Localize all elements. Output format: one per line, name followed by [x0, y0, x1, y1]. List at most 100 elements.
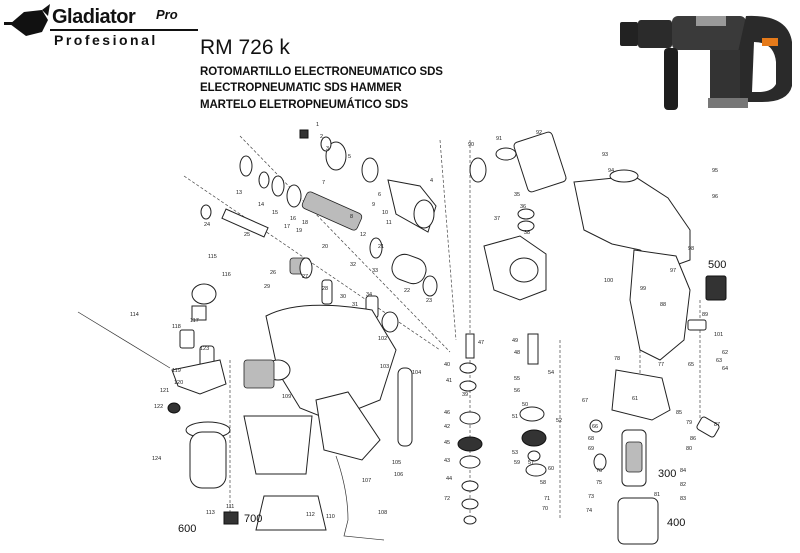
main-handle — [223, 304, 413, 541]
part-number-label: 6 — [378, 192, 381, 198]
part-number-label: 67 — [582, 398, 588, 404]
part-number-label: 102 — [378, 336, 387, 342]
part-number-label: 58 — [540, 480, 546, 486]
part-number-label: 40 — [444, 362, 450, 368]
part-number-label: 18 — [302, 220, 308, 226]
part-number-label: 57 — [528, 460, 534, 466]
part-number-label: 21 — [378, 244, 384, 250]
part-number-label: 5 — [348, 154, 351, 160]
part-number-label: 114 — [130, 312, 139, 318]
part-number-label: 101 — [714, 332, 723, 338]
part-number-label: 30 — [340, 294, 346, 300]
part-number-label: 42 — [444, 424, 450, 430]
part-number-label: 55 — [514, 376, 520, 382]
part-number-label: 76 — [596, 468, 602, 474]
assembly-label-400: 400 — [667, 517, 685, 529]
part-number-label: 46 — [444, 410, 450, 416]
description-en: ELECTROPNEUMATIC SDS HAMMER — [200, 82, 402, 94]
part-number-label: 39 — [462, 392, 468, 398]
part-number-label: 1 — [316, 122, 319, 128]
part-number-label: 85 — [676, 410, 682, 416]
part-number-label: 80 — [686, 446, 692, 452]
part-number-label: 31 — [352, 302, 358, 308]
part-number-label: 108 — [378, 510, 387, 516]
cylinder-group — [200, 129, 438, 333]
part-number-label: 96 — [712, 194, 718, 200]
part-number-label: 92 — [536, 130, 542, 136]
part-number-label: 15 — [272, 210, 278, 216]
part-number-label: 53 — [512, 450, 518, 456]
side-handle — [77, 283, 231, 489]
part-number-label: 74 — [586, 508, 592, 514]
part-number-label: 115 — [208, 254, 217, 260]
part-number-label: 105 — [392, 460, 401, 466]
part-number-label: 35 — [514, 192, 520, 198]
brand-pro: Pro — [156, 7, 178, 22]
part-number-label: 56 — [514, 388, 520, 394]
part-number-label: 10 — [382, 210, 388, 216]
part-number-label: 90 — [468, 142, 474, 148]
part-number-label: 106 — [394, 472, 403, 478]
part-number-label: 2 — [320, 134, 323, 140]
part-number-label: 97 — [670, 268, 676, 274]
part-number-label: 41 — [446, 378, 452, 384]
part-number-label: 121 — [160, 388, 169, 394]
part-number-label: 84 — [680, 468, 686, 474]
assembly-label-700: 700 — [244, 513, 262, 525]
part-number-label: 13 — [236, 190, 242, 196]
part-number-label: 93 — [602, 152, 608, 158]
part-number-label: 100 — [604, 278, 613, 284]
part-number-label: 99 — [640, 286, 646, 292]
part-number-label: 79 — [686, 420, 692, 426]
part-number-label: 120 — [174, 380, 183, 386]
part-number-label: 43 — [444, 458, 450, 464]
part-number-label: 83 — [680, 496, 686, 502]
assembly-label-500: 500 — [708, 259, 726, 271]
part-number-label: 86 — [690, 436, 696, 442]
part-number-label: 32 — [350, 262, 356, 268]
description-es: ROTOMARTILLO ELECTRONEUMATICO SDS — [200, 66, 443, 78]
part-number-label: 45 — [444, 440, 450, 446]
part-number-label: 77 — [658, 362, 664, 368]
part-number-label: 44 — [446, 476, 452, 482]
part-number-label: 116 — [222, 272, 231, 278]
part-number-label: 98 — [688, 246, 694, 252]
part-number-label: 111 — [226, 504, 234, 510]
part-number-label: 16 — [290, 216, 296, 222]
model-title: RM 726 k — [200, 36, 290, 59]
part-number-label: 29 — [264, 284, 270, 290]
part-number-label: 124 — [152, 456, 161, 462]
part-number-label: 23 — [426, 298, 432, 304]
part-number-label: 107 — [362, 478, 371, 484]
description-pt: MARTELO ELETROPNEUMÁTICO SDS — [200, 99, 409, 111]
assembly-label-600: 600 — [178, 523, 196, 535]
part-number-label: 48 — [514, 350, 520, 356]
part-number-label: 51 — [512, 414, 518, 420]
part-number-label: 71 — [544, 496, 550, 502]
part-number-label: 64 — [722, 366, 728, 372]
part-number-label: 94 — [608, 168, 614, 174]
part-number-label: 118 — [172, 324, 181, 330]
part-number-label: 63 — [716, 358, 722, 364]
part-number-label: 26 — [270, 270, 276, 276]
part-number-label: 38 — [524, 230, 530, 236]
part-number-label: 66 — [592, 424, 598, 430]
part-number-label: 113 — [206, 510, 215, 516]
part-number-label: 61 — [632, 396, 638, 402]
assembly-label-300: 300 — [658, 468, 676, 480]
part-number-label: 117 — [190, 318, 199, 324]
part-number-label: 59 — [514, 460, 520, 466]
part-number-label: 68 — [588, 436, 594, 442]
part-number-label: 91 — [496, 136, 502, 142]
part-number-label: 112 — [306, 512, 315, 518]
part-number-label: 28 — [322, 286, 328, 292]
part-number-label: 4 — [430, 178, 433, 184]
part-number-label: 54 — [548, 370, 554, 376]
body-shell — [573, 169, 727, 421]
product-photo — [620, 15, 792, 110]
part-number-label: 119 — [172, 368, 181, 374]
part-number-label: 7 — [322, 180, 325, 186]
part-number-label: 122 — [154, 404, 163, 410]
